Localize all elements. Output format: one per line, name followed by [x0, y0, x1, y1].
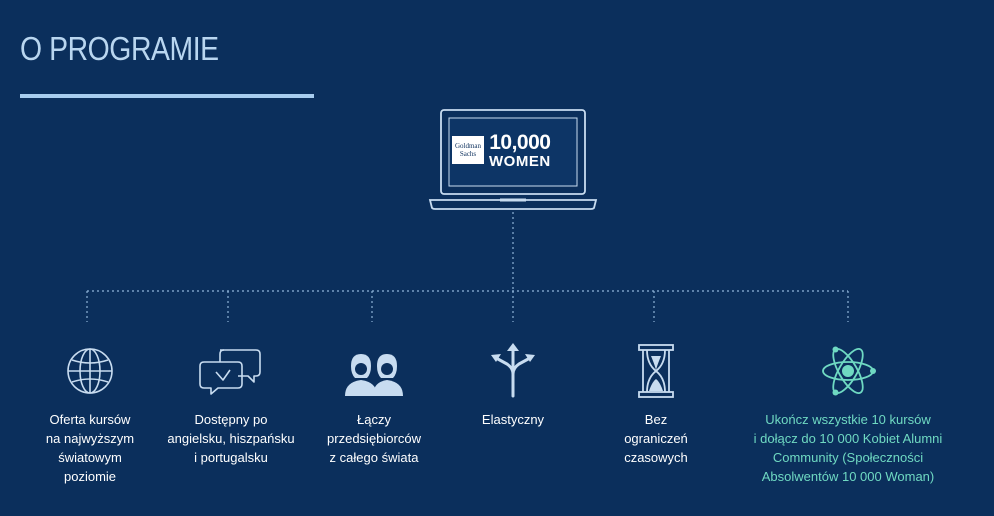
- feature-flexible: Elastyczny: [433, 340, 593, 429]
- hourglass-icon: [638, 344, 674, 398]
- people-icon: [345, 354, 403, 396]
- title-underline: [20, 94, 314, 98]
- logo-word: WOMEN: [489, 152, 551, 170]
- ten-thousand-women-logo: Goldman Sachs 10,000 WOMEN: [452, 131, 572, 169]
- feature-label: Elastyczny: [481, 412, 545, 427]
- atom-icon: [822, 346, 876, 396]
- chat-bubbles-icon: [199, 349, 261, 395]
- globe-icon: [67, 348, 113, 394]
- split-arrows-icon: [491, 343, 535, 398]
- feature-entrepreneurs: Łączy przedsiębiorców z całego świata: [294, 340, 454, 467]
- feature-courses: Oferta kursów na najwyższym światowym po…: [10, 340, 170, 486]
- feature-label: Łączy przedsiębiorców z całego świata: [327, 412, 421, 465]
- feature-languages: Dostępny po angielsku, hiszpańsku i port…: [151, 340, 311, 467]
- feature-label: Oferta kursów na najwyższym światowym po…: [45, 412, 135, 484]
- feature-no-time-limit: Bez ograniczeń czasowych: [576, 340, 736, 467]
- feature-label: Ukończ wszystkie 10 kursów i dołącz do 1…: [753, 412, 943, 484]
- page-title: O PROGRAMIE: [20, 30, 219, 67]
- logo-number: 10,000: [489, 130, 551, 154]
- goldman-sachs-logo: Goldman Sachs: [452, 136, 484, 164]
- feature-label: Bez ograniczeń czasowych: [624, 412, 688, 465]
- feature-alumni: Ukończ wszystkie 10 kursów i dołącz do 1…: [743, 340, 953, 486]
- feature-label: Dostępny po angielsku, hiszpańsku i port…: [167, 412, 295, 465]
